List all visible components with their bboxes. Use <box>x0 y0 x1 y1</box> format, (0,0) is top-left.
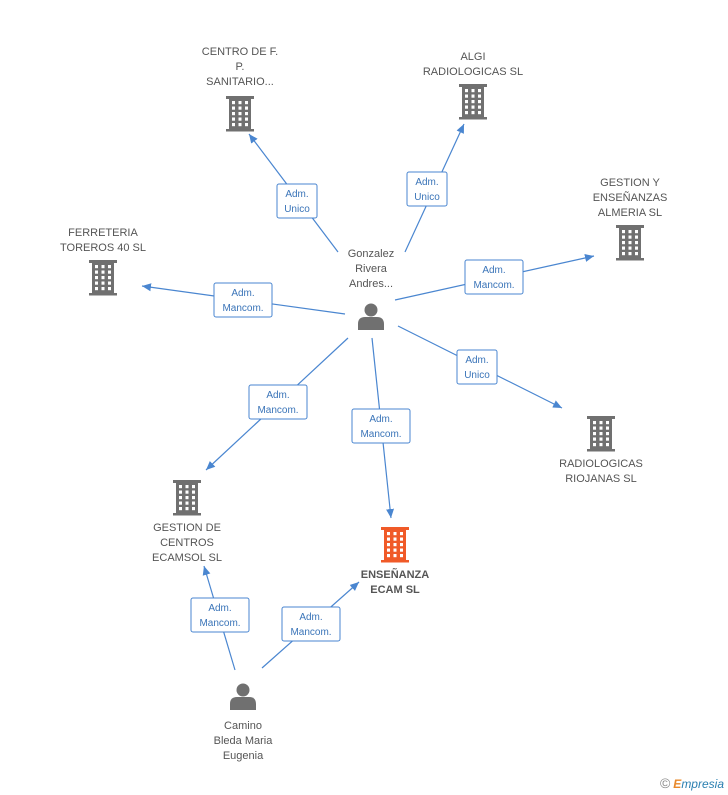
edge-label-text: Mancom. <box>199 618 240 629</box>
node-label: Andres... <box>349 278 393 290</box>
edge-labels-layer: Adm.UnicoAdm.UnicoAdm.Mancom.Adm.Mancom.… <box>190 171 524 642</box>
node-centro[interactable]: CENTRO DE F. P. SANITARIO... <box>202 46 278 132</box>
edge-label-text: Adm. <box>482 265 505 276</box>
building-icon <box>616 225 644 261</box>
node-label: Eugenia <box>223 750 264 762</box>
edge-label-box <box>248 384 308 420</box>
node-label: RADIOLOGICAS <box>559 458 643 470</box>
node-label: ALGI <box>460 51 485 63</box>
brand-rest: mpresia <box>681 777 724 791</box>
node-label: Rivera <box>355 263 388 275</box>
edge-label-text: Adm. <box>208 603 231 614</box>
building-icon <box>173 480 201 516</box>
node-label: GESTION Y <box>600 177 660 189</box>
edge-label-text: Adm. <box>415 177 438 188</box>
building-icon <box>89 260 117 296</box>
node-gonzalez[interactable]: GonzalezRiveraAndres... <box>348 248 394 330</box>
node-label: GESTION DE <box>153 522 221 534</box>
building-icon <box>381 527 409 563</box>
person-icon <box>358 303 384 330</box>
brand-first-letter: E <box>673 777 682 791</box>
edge-label-text: Adm. <box>465 355 488 366</box>
node-algi[interactable]: ALGI RADIOLOGICAS SL <box>423 51 523 120</box>
node-label: Gonzalez <box>348 248 394 260</box>
node-ferreteria[interactable]: FERRETERIA TOREROS 40 SL <box>60 227 146 296</box>
node-label: ECAMSOL SL <box>152 552 222 564</box>
edge-label-box <box>351 408 411 444</box>
edge-label-box <box>406 171 448 207</box>
edge-label[interactable]: Adm. Mancom. <box>190 597 250 633</box>
edge-label-box <box>464 259 524 295</box>
edge-label-text: Adm. <box>285 189 308 200</box>
edge-label-text: Mancom. <box>473 280 514 291</box>
edge-label-text: Adm. <box>231 288 254 299</box>
edge-label-text: Adm. <box>299 612 322 623</box>
node-label: RADIOLOGICAS SL <box>423 66 523 78</box>
edge-label-text: Unico <box>284 204 310 215</box>
node-gestion_almeria[interactable]: GESTION Y ENSEÑANZAS ALMERIA SL <box>593 177 668 261</box>
edge-label-text: Mancom. <box>257 405 298 416</box>
edge-label[interactable]: Adm. Mancom. <box>351 408 411 444</box>
building-icon <box>459 84 487 120</box>
edge-label-text: Adm. <box>266 390 289 401</box>
node-label: P. <box>236 61 245 73</box>
node-label: Camino <box>224 720 262 732</box>
edge-label-box <box>456 349 498 385</box>
edge-label[interactable]: Adm. Mancom. <box>248 384 308 420</box>
edge-label[interactable]: Adm. Unico <box>456 349 498 385</box>
empresia-logo[interactable]: ©Empresia <box>660 775 724 791</box>
node-label: RIOJANAS SL <box>565 473 637 485</box>
node-label: CENTRO DE F. <box>202 46 278 58</box>
edge-label[interactable]: Adm. Unico <box>406 171 448 207</box>
edge-label-box <box>281 606 341 642</box>
edge-label[interactable]: Adm. Mancom. <box>213 282 273 318</box>
nodes-layer: CENTRO DE F. P. SANITARIO... ALGI RADIOLOGIC… <box>60 46 667 762</box>
node-radiologicas_riojanas[interactable]: RADIOLOGICAS RIOJANAS SL <box>559 416 643 485</box>
edge-label-text: Mancom. <box>290 627 331 638</box>
building-icon <box>226 96 254 132</box>
edge-label-text: Mancom. <box>222 303 263 314</box>
node-label: TOREROS 40 SL <box>60 242 146 254</box>
edge-label[interactable]: Adm. Unico <box>276 183 318 219</box>
node-label: ENSEÑANZA <box>361 568 430 581</box>
edge-label-text: Unico <box>414 192 440 203</box>
edge-label-text: Mancom. <box>360 429 401 440</box>
edge-label-text: Adm. <box>369 414 392 425</box>
node-gestion_ecamsol[interactable]: GESTION DE CENTROS ECAMSOL SL <box>152 480 222 564</box>
edges-layer <box>141 123 595 671</box>
building-icon <box>587 416 615 452</box>
edge-label-text: Unico <box>464 370 490 381</box>
node-label: FERRETERIA <box>68 227 138 239</box>
edge-label[interactable]: Adm. Mancom. <box>281 606 341 642</box>
node-label: Bleda Maria <box>214 735 274 747</box>
node-label: ECAM SL <box>370 584 420 596</box>
node-label: CENTROS <box>160 537 214 549</box>
node-label: ENSEÑANZAS <box>593 191 668 204</box>
node-ensenanza[interactable]: ENSEÑANZA ECAM SL <box>361 527 430 596</box>
edge-label-box <box>213 282 273 318</box>
person-icon <box>230 683 256 710</box>
copyright-symbol: © <box>659 775 671 791</box>
node-label: SANITARIO... <box>206 76 274 88</box>
edge-label-box <box>276 183 318 219</box>
edge-label-box <box>190 597 250 633</box>
edge-label[interactable]: Adm. Mancom. <box>464 259 524 295</box>
node-label: ALMERIA SL <box>598 207 662 219</box>
